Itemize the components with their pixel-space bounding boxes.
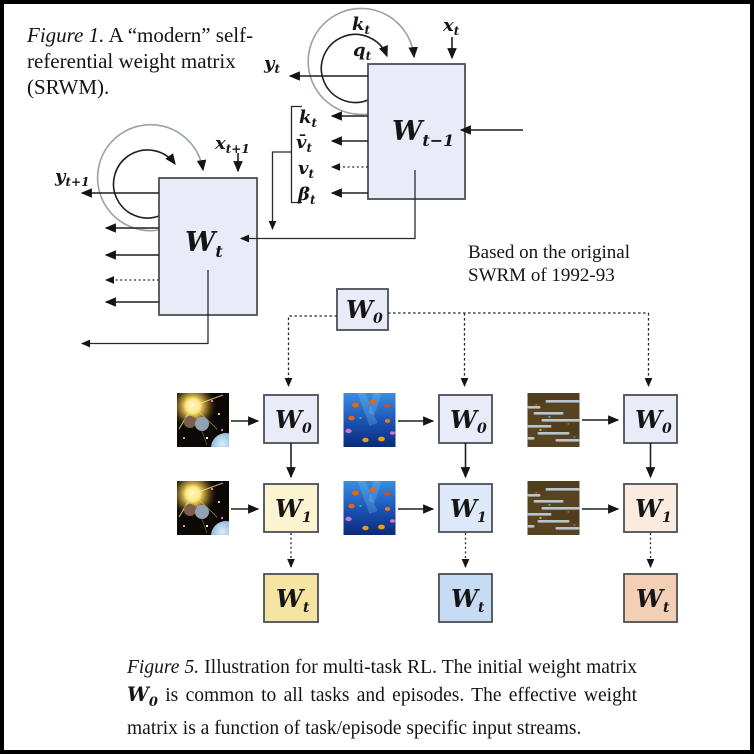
bracket-feed-arrow	[268, 151, 292, 231]
label-task1-w1: W1	[275, 494, 312, 526]
label-ytp1: yt+1	[54, 166, 89, 189]
figure5-caption-part1: Illustration for multi-task RL. The init…	[204, 657, 637, 678]
task1-observation-1	[177, 393, 229, 447]
task1-w0-box	[263, 394, 319, 444]
label-vbar-out: v̄t	[296, 132, 312, 155]
label-xtp1: xt+1	[214, 133, 250, 156]
figure5-caption-part2: is common to all tasks and episodes. The…	[127, 684, 638, 739]
root-branch-task1	[284, 315, 337, 388]
wcurr-inner-loop-arrow	[112, 149, 176, 219]
task1-observation-2	[177, 481, 229, 535]
figure1-caption: Figure 1. A “modern” self-referential we…	[27, 22, 265, 100]
label-task2-w0: W0	[450, 405, 487, 437]
wcurr-outer-loop-arrow	[96, 123, 207, 232]
output-group-bracket	[290, 105, 302, 204]
task2-w1-box	[438, 483, 493, 533]
task2-observation-1	[343, 393, 396, 447]
srwm-note-line1: Based on the original	[468, 242, 630, 263]
task3-observation-1	[527, 393, 580, 447]
task2-w0-box	[438, 394, 493, 444]
label-task1-w0: W0	[275, 405, 312, 437]
task2-observation-2	[343, 481, 396, 535]
label-task3-w0: W0	[635, 405, 672, 437]
wprev-to-wcurr-arrow	[239, 170, 416, 243]
label-task2-w1: W1	[450, 494, 487, 526]
srwm-note-line2: SWRM of 1992-93	[468, 265, 615, 286]
task3-wt-box	[623, 573, 678, 623]
task1-w1-box	[263, 483, 319, 533]
label-task3-wt: Wt	[636, 584, 670, 616]
label-beta-out: βt	[297, 184, 316, 207]
label-task2-wt: Wt	[451, 584, 485, 616]
wprev-outer-loop-arrow	[307, 7, 418, 116]
label-qt-loop: qt	[353, 40, 372, 63]
task2-wt-box	[438, 573, 493, 623]
label-w-prev: Wt−1	[392, 116, 454, 150]
label-kt-loop: kt	[352, 14, 370, 37]
figure5-caption-label: Figure 5.	[127, 657, 200, 678]
figure5-caption-math: W0	[127, 682, 158, 710]
label-xt: xt	[442, 15, 460, 38]
task3-observation-2	[527, 481, 580, 535]
figure1-caption-text: A “modern” self-referential weight matri…	[27, 23, 254, 99]
task3-w0-box	[623, 394, 678, 444]
label-root-w0: W0	[346, 295, 383, 327]
wcurr-bottom-output-arrow	[80, 270, 209, 348]
task1-wt-box	[263, 573, 319, 623]
label-vt-out: vt	[298, 158, 314, 181]
label-task3-w1: W1	[635, 494, 672, 526]
figure1-caption-label: Figure 1.	[27, 23, 105, 47]
wprev-inner-loop-arrow	[320, 33, 388, 104]
label-task1-wt: Wt	[276, 584, 310, 616]
figure5-caption: Figure 5. Illustration for multi-task RL…	[127, 655, 637, 742]
srwm-note: Based on the original SWRM of 1992-93	[468, 241, 693, 287]
label-kt-out: kt	[299, 107, 317, 130]
root-w0-box	[336, 288, 389, 331]
wprev-box	[367, 63, 466, 200]
label-yt: yt	[263, 53, 280, 76]
label-w-curr: Wt	[185, 227, 223, 261]
task3-w1-box	[623, 483, 678, 533]
